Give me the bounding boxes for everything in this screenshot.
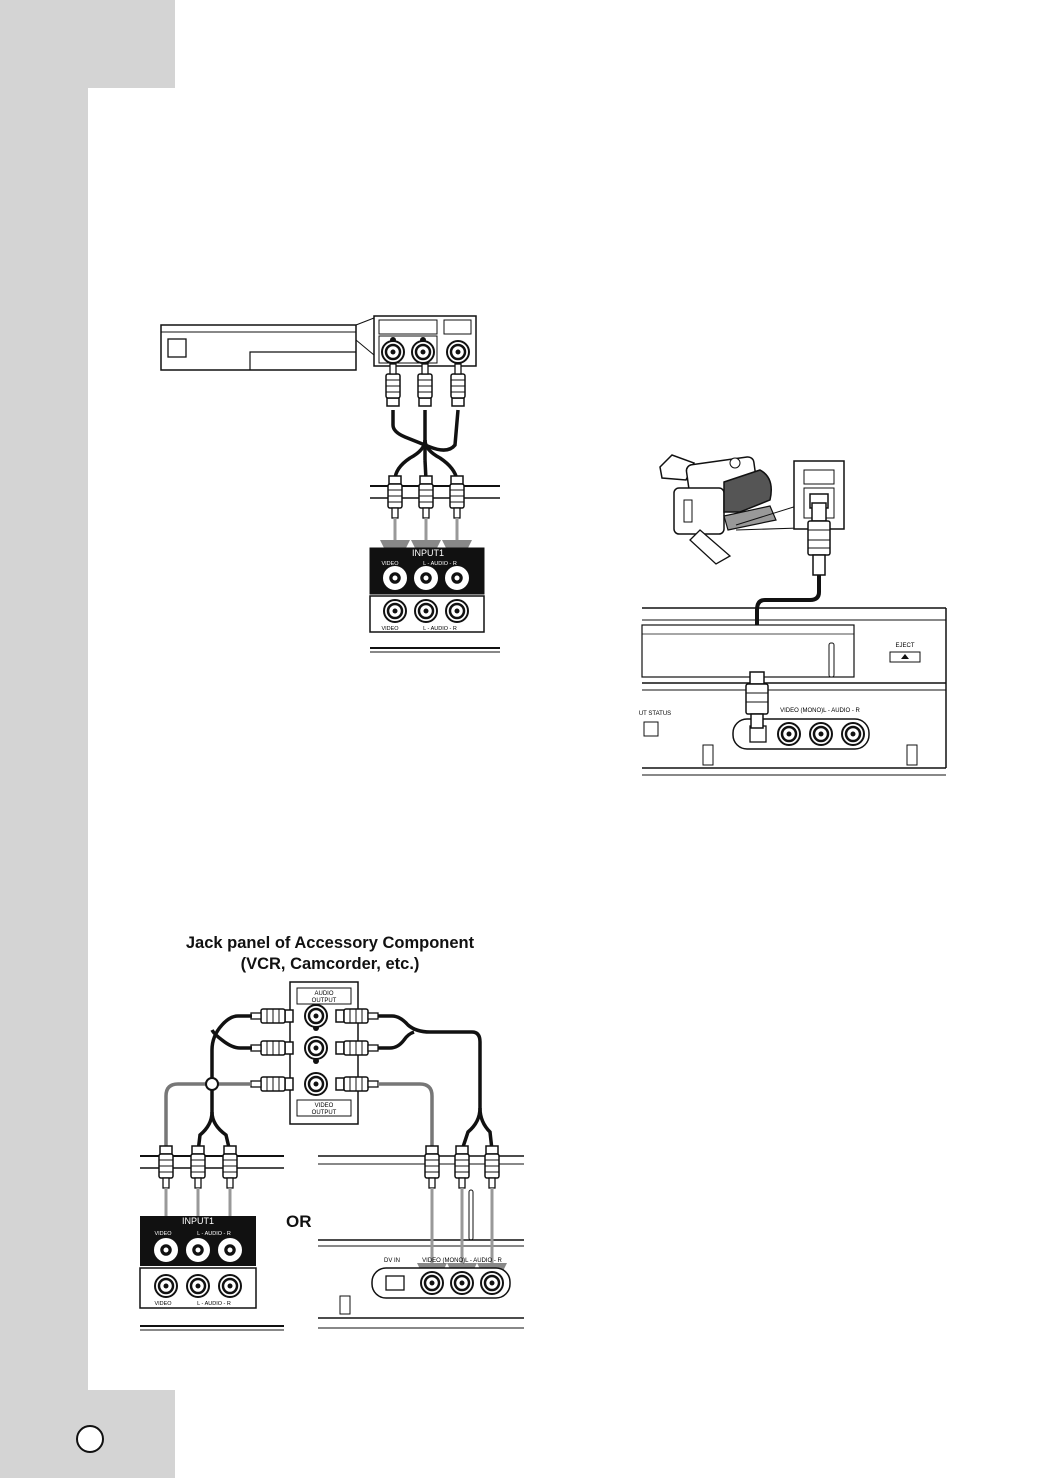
video-output-label-1: VIDEO	[315, 1103, 334, 1109]
status-label: UT STATUS	[639, 711, 671, 717]
dv-in-label: DV IN	[384, 1258, 400, 1264]
audio-label-bottom-lower: L - AUDIO - R	[197, 1301, 231, 1307]
front-jacks-label-bottom: VIDEO (MONO)L - AUDIO - R	[422, 1258, 502, 1264]
audio-label-lower: L - AUDIO - R	[423, 626, 457, 632]
video-label-bottom-lower: VIDEO	[154, 1301, 172, 1307]
eject-label: EJECT	[895, 643, 914, 649]
camcorder-icon	[660, 455, 800, 564]
video-label: VIDEO	[381, 561, 399, 567]
diagram-camcorder-dv: EJECT UT STATUS VIDEO (MONO)L - AUDIO - …	[639, 455, 946, 775]
accessory-caption-line1: Jack panel of Accessory Component	[180, 933, 480, 954]
audio-output-label-2: OUTPUT	[312, 998, 337, 1004]
status-button	[644, 722, 658, 736]
audio-label-bottom: L - AUDIO - R	[197, 1231, 231, 1237]
or-label: OR	[286, 1212, 312, 1232]
audio-output-label-1: AUDIO	[314, 991, 333, 997]
video-output-label-2: OUTPUT	[312, 1110, 337, 1116]
diagram-tv-connection: INPUT1 VIDEO L - AUDIO - R VIDEO L - AUD…	[161, 316, 500, 652]
input1-label: INPUT1	[412, 548, 444, 558]
front-jacks-label: VIDEO (MONO)L - AUDIO - R	[780, 708, 860, 714]
audio-label: L - AUDIO - R	[423, 561, 457, 567]
accessory-caption-line2: (VCR, Camcorder, etc.)	[180, 954, 480, 975]
accessory-caption: Jack panel of Accessory Component (VCR, …	[180, 933, 480, 975]
video-label-lower: VIDEO	[381, 626, 399, 632]
input1-label-bottom: INPUT1	[182, 1216, 214, 1226]
video-label-bottom: VIDEO	[154, 1231, 172, 1237]
diagram-accessory-connection: AUDIO OUTPUT VIDEO OUTPUT	[140, 982, 524, 1330]
